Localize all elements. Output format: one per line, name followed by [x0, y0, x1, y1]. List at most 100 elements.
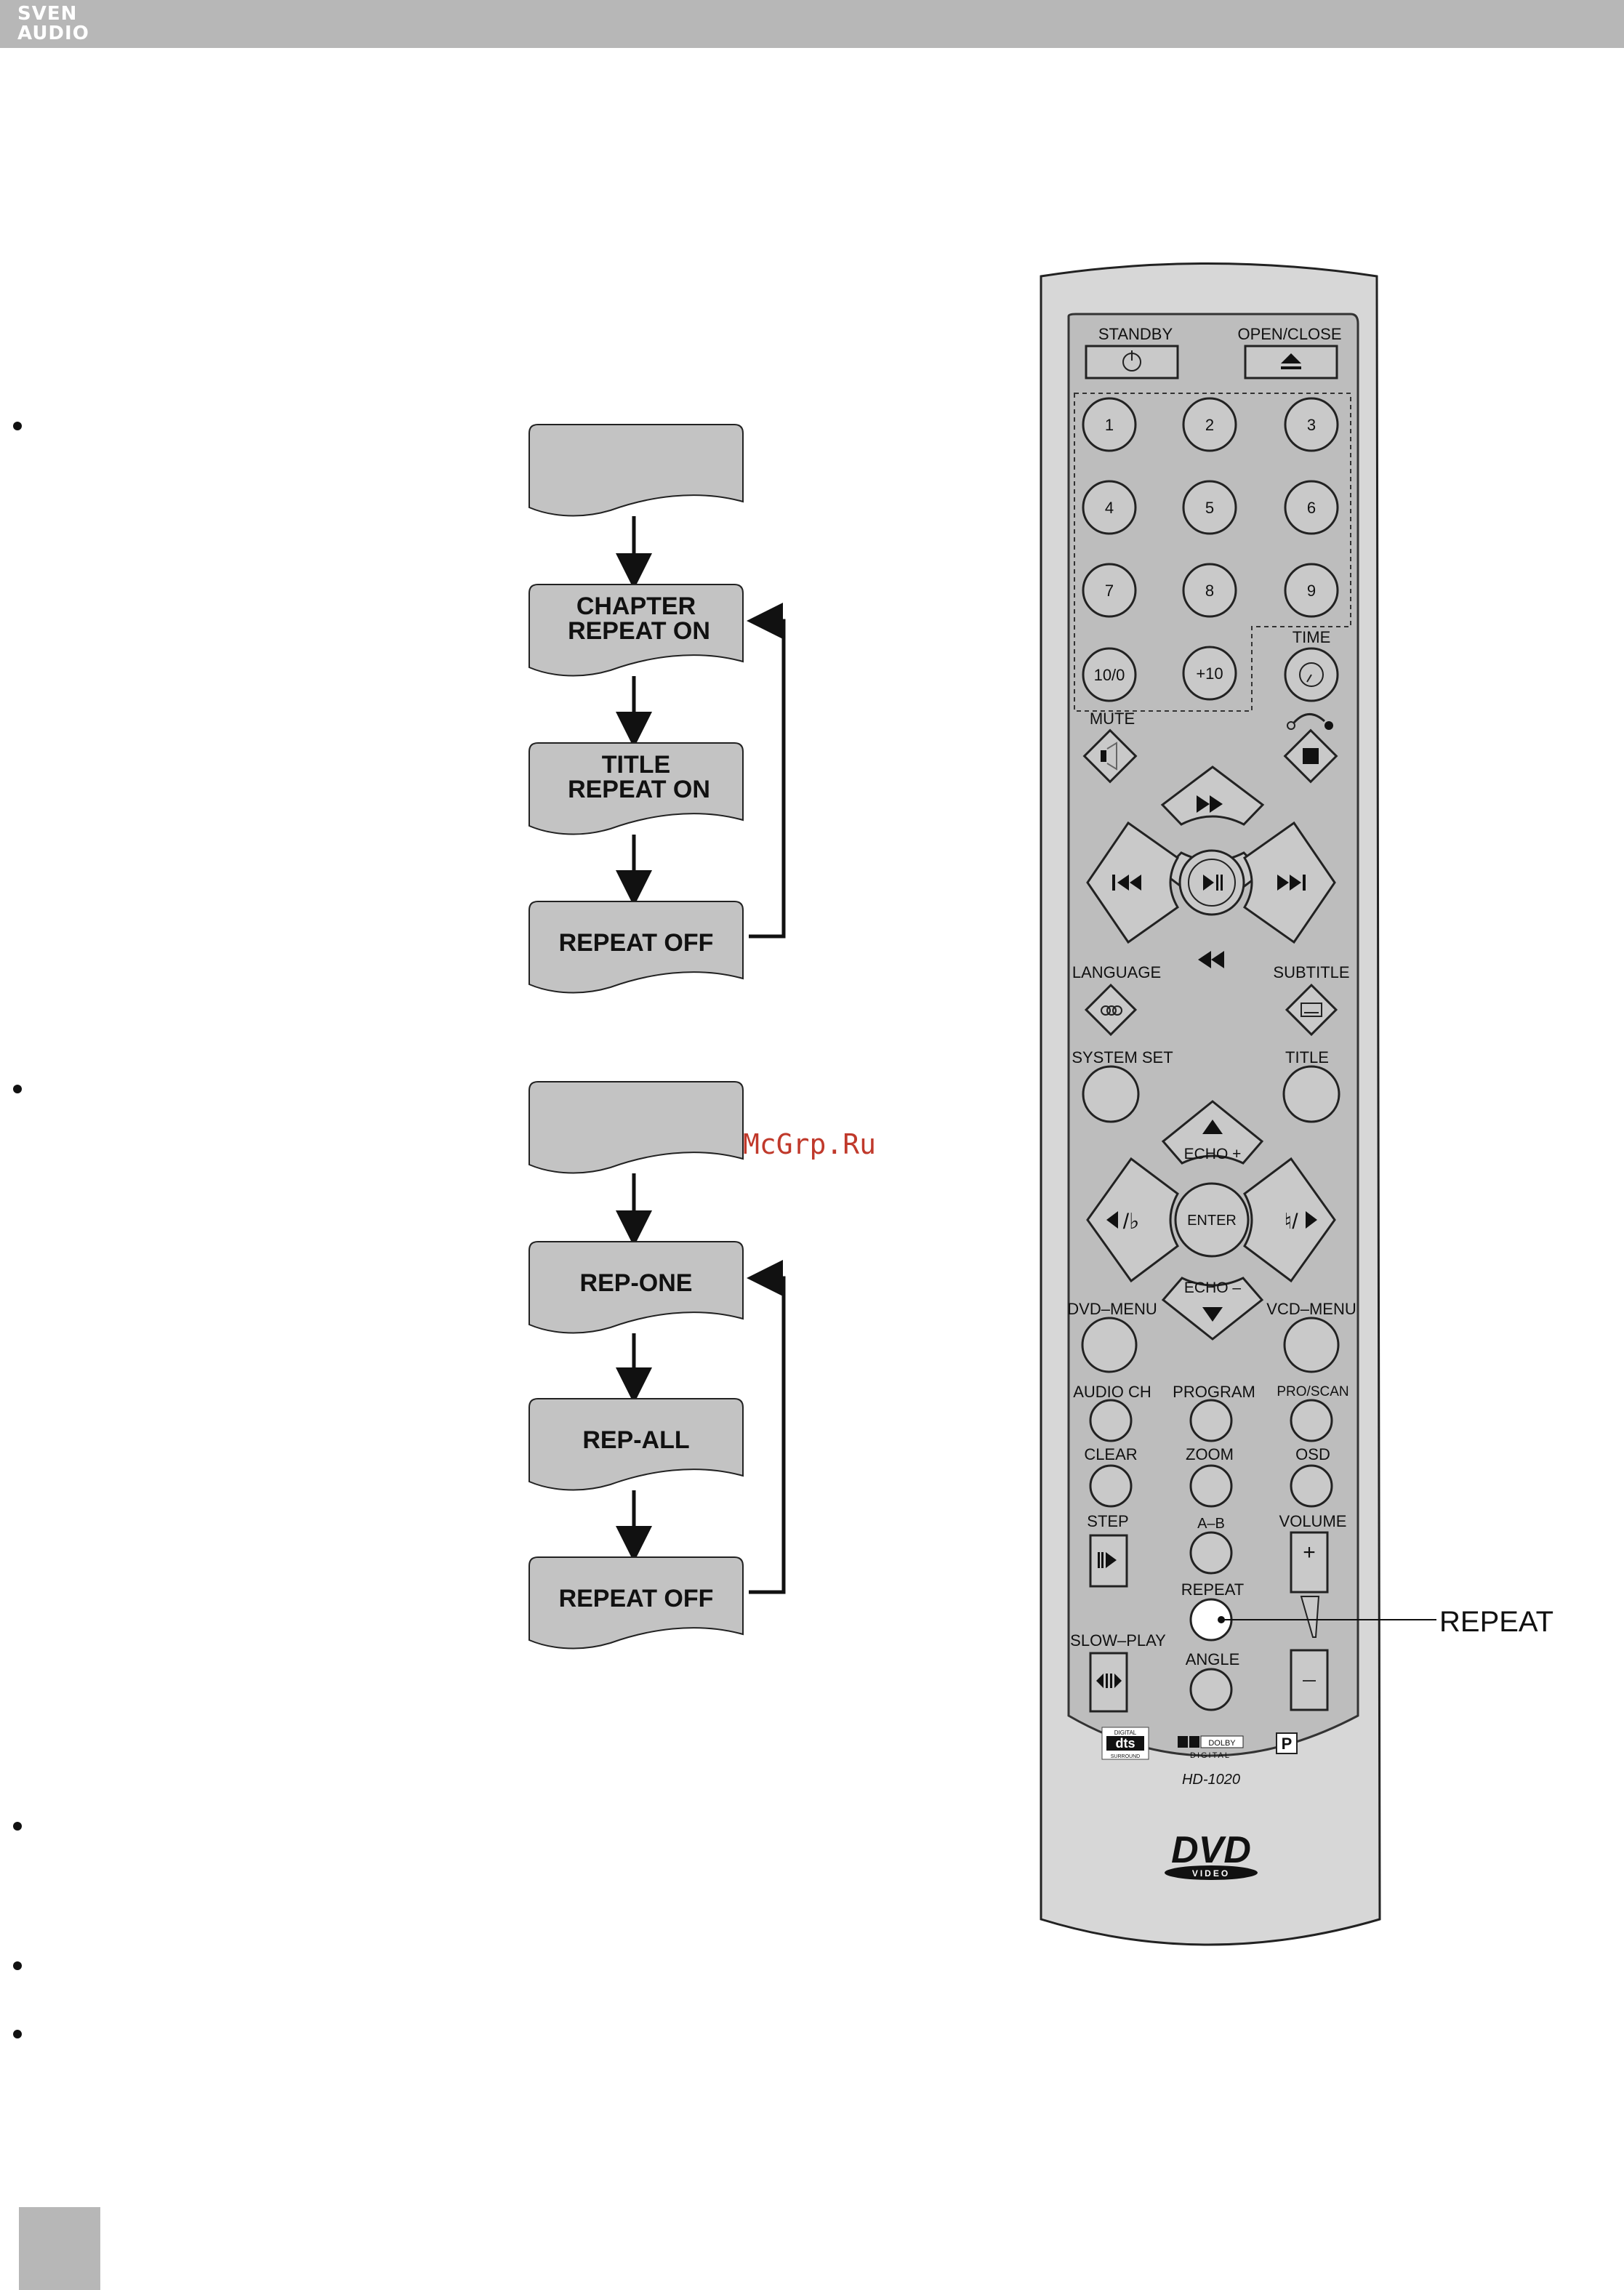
subtitle-button[interactable]: [1285, 983, 1338, 1037]
language-icon: [1101, 1005, 1122, 1016]
dvd-step-box: [528, 901, 744, 994]
vcd-menu-button[interactable]: [1283, 1317, 1340, 1373]
digit-key-label: 3: [1307, 416, 1316, 434]
up-arrow-icon: [1202, 1120, 1223, 1134]
plus-icon: +: [1303, 1540, 1316, 1564]
down-arrow-icon: [1202, 1307, 1223, 1322]
program-button[interactable]: [1189, 1399, 1233, 1442]
digit-key-label: 4: [1105, 499, 1114, 517]
digit-key-2[interactable]: [1182, 397, 1237, 452]
volume-label: VOLUME: [1279, 1512, 1347, 1530]
svg-text:VIDEO: VIDEO: [1192, 1868, 1230, 1879]
vcd-step-box: [528, 1398, 744, 1491]
natural-icon: ♮/: [1284, 1210, 1298, 1234]
brand-logo: SVEN AUDIO: [17, 4, 89, 44]
vcd-loop-arrow: [747, 1260, 786, 1594]
osd-button[interactable]: [1290, 1464, 1333, 1508]
previous-icon: [1112, 875, 1141, 891]
dvd-step-label: REPEAT OFF: [559, 929, 714, 957]
repeat-key-label: REPEAT: [1181, 1580, 1244, 1599]
bullet-4: [13, 1961, 22, 1970]
dvd-loop-arrow: [747, 603, 786, 939]
subtitle-icon: [1301, 1003, 1322, 1017]
volume-up-button[interactable]: [1290, 1531, 1329, 1594]
pro-scan-button[interactable]: [1290, 1399, 1333, 1442]
page-number-box: [19, 2207, 100, 2290]
digit-key-3[interactable]: [1284, 397, 1339, 452]
fast-forward-button[interactable]: [1160, 766, 1265, 826]
clear-button[interactable]: [1089, 1464, 1133, 1508]
watermark: McGrp.Ru: [743, 1128, 877, 1160]
dvd-step-box: [528, 584, 744, 677]
dvd-step-box: [528, 742, 744, 835]
digit-key-4[interactable]: [1082, 480, 1137, 535]
system-set-button[interactable]: [1082, 1065, 1140, 1123]
clear-label: CLEAR: [1084, 1445, 1137, 1463]
vcd-step-label: REP-ONE: [580, 1269, 693, 1297]
dvd-menu-button[interactable]: [1081, 1317, 1138, 1373]
left-flat-button[interactable]: [1086, 1157, 1179, 1283]
bullet-5: [13, 2030, 22, 2038]
play-pause-icon: [1203, 875, 1223, 891]
mute-button[interactable]: [1082, 728, 1138, 784]
digit-key-1[interactable]: [1082, 397, 1137, 452]
language-button[interactable]: [1084, 983, 1138, 1037]
flat-icon: /♭: [1123, 1210, 1140, 1234]
a-b-label: A–B: [1197, 1516, 1225, 1532]
bullet-2: [13, 1085, 22, 1093]
open-close-button[interactable]: [1244, 345, 1338, 379]
svg-text:DVD: DVD: [1171, 1829, 1251, 1871]
digit-key-6[interactable]: [1284, 480, 1339, 535]
right-natural-button[interactable]: [1243, 1157, 1336, 1283]
standby-label: STANDBY: [1098, 325, 1173, 343]
mute-label: MUTE: [1090, 710, 1135, 728]
digit-key-label: 2: [1205, 416, 1214, 434]
osd-label: OSD: [1295, 1445, 1330, 1463]
audio-ch-label: AUDIO CH: [1073, 1383, 1151, 1401]
vcd-step-box: [528, 1081, 744, 1174]
key-plus-10[interactable]: [1182, 646, 1237, 701]
eject-icon: [1281, 353, 1301, 369]
subtitle-label: SUBTITLE: [1273, 963, 1349, 981]
a-b-button[interactable]: [1189, 1531, 1233, 1575]
audio-ch-button[interactable]: [1089, 1399, 1133, 1442]
vcd-menu-label: VCD–MENU: [1266, 1300, 1356, 1318]
digit-key-9[interactable]: [1284, 563, 1339, 618]
header-bar: SVEN AUDIO: [0, 0, 1624, 48]
stop-icon: [1303, 748, 1319, 764]
dts-logo: DIGITAL dts SURROUND: [1101, 1727, 1149, 1760]
return-arc-icon: [1287, 713, 1333, 730]
slow-play-button[interactable]: [1089, 1652, 1128, 1713]
svg-text:DIGITAL: DIGITAL: [1114, 1729, 1137, 1736]
digit-key-8[interactable]: [1182, 563, 1237, 618]
pro-scan-label: PRO/SCAN: [1277, 1384, 1348, 1399]
clock-icon: [1299, 662, 1324, 687]
zoom-button[interactable]: [1189, 1464, 1233, 1508]
svg-text:dts: dts: [1116, 1736, 1135, 1751]
right-arrow-icon: [1306, 1211, 1317, 1229]
next-icon: [1277, 875, 1306, 891]
enter-button[interactable]: [1174, 1182, 1250, 1258]
rewind-icon: [1198, 951, 1224, 968]
left-arrow-icon: [1106, 1211, 1118, 1229]
title-button[interactable]: [1282, 1065, 1340, 1123]
svg-text:SURROUND: SURROUND: [1111, 1754, 1140, 1759]
dvd-step-box: [528, 424, 744, 517]
speaker-mute-icon: [1101, 742, 1117, 771]
zoom-label: ZOOM: [1186, 1445, 1234, 1463]
bullet-3: [13, 1822, 22, 1831]
step-label: STEP: [1087, 1512, 1128, 1530]
svg-text:DIGITAL: DIGITAL: [1190, 1751, 1231, 1760]
repeat-callout-label: REPEAT: [1439, 1606, 1553, 1638]
vcd-step-box: [528, 1556, 744, 1650]
language-label: LANGUAGE: [1072, 963, 1161, 981]
angle-button[interactable]: [1189, 1668, 1233, 1711]
key-10-0[interactable]: [1082, 647, 1137, 702]
digit-key-7[interactable]: [1082, 563, 1137, 618]
system-set-label: SYSTEM SET: [1072, 1048, 1173, 1066]
enter-label: ENTER: [1187, 1213, 1237, 1229]
digit-key-5[interactable]: [1182, 480, 1237, 535]
